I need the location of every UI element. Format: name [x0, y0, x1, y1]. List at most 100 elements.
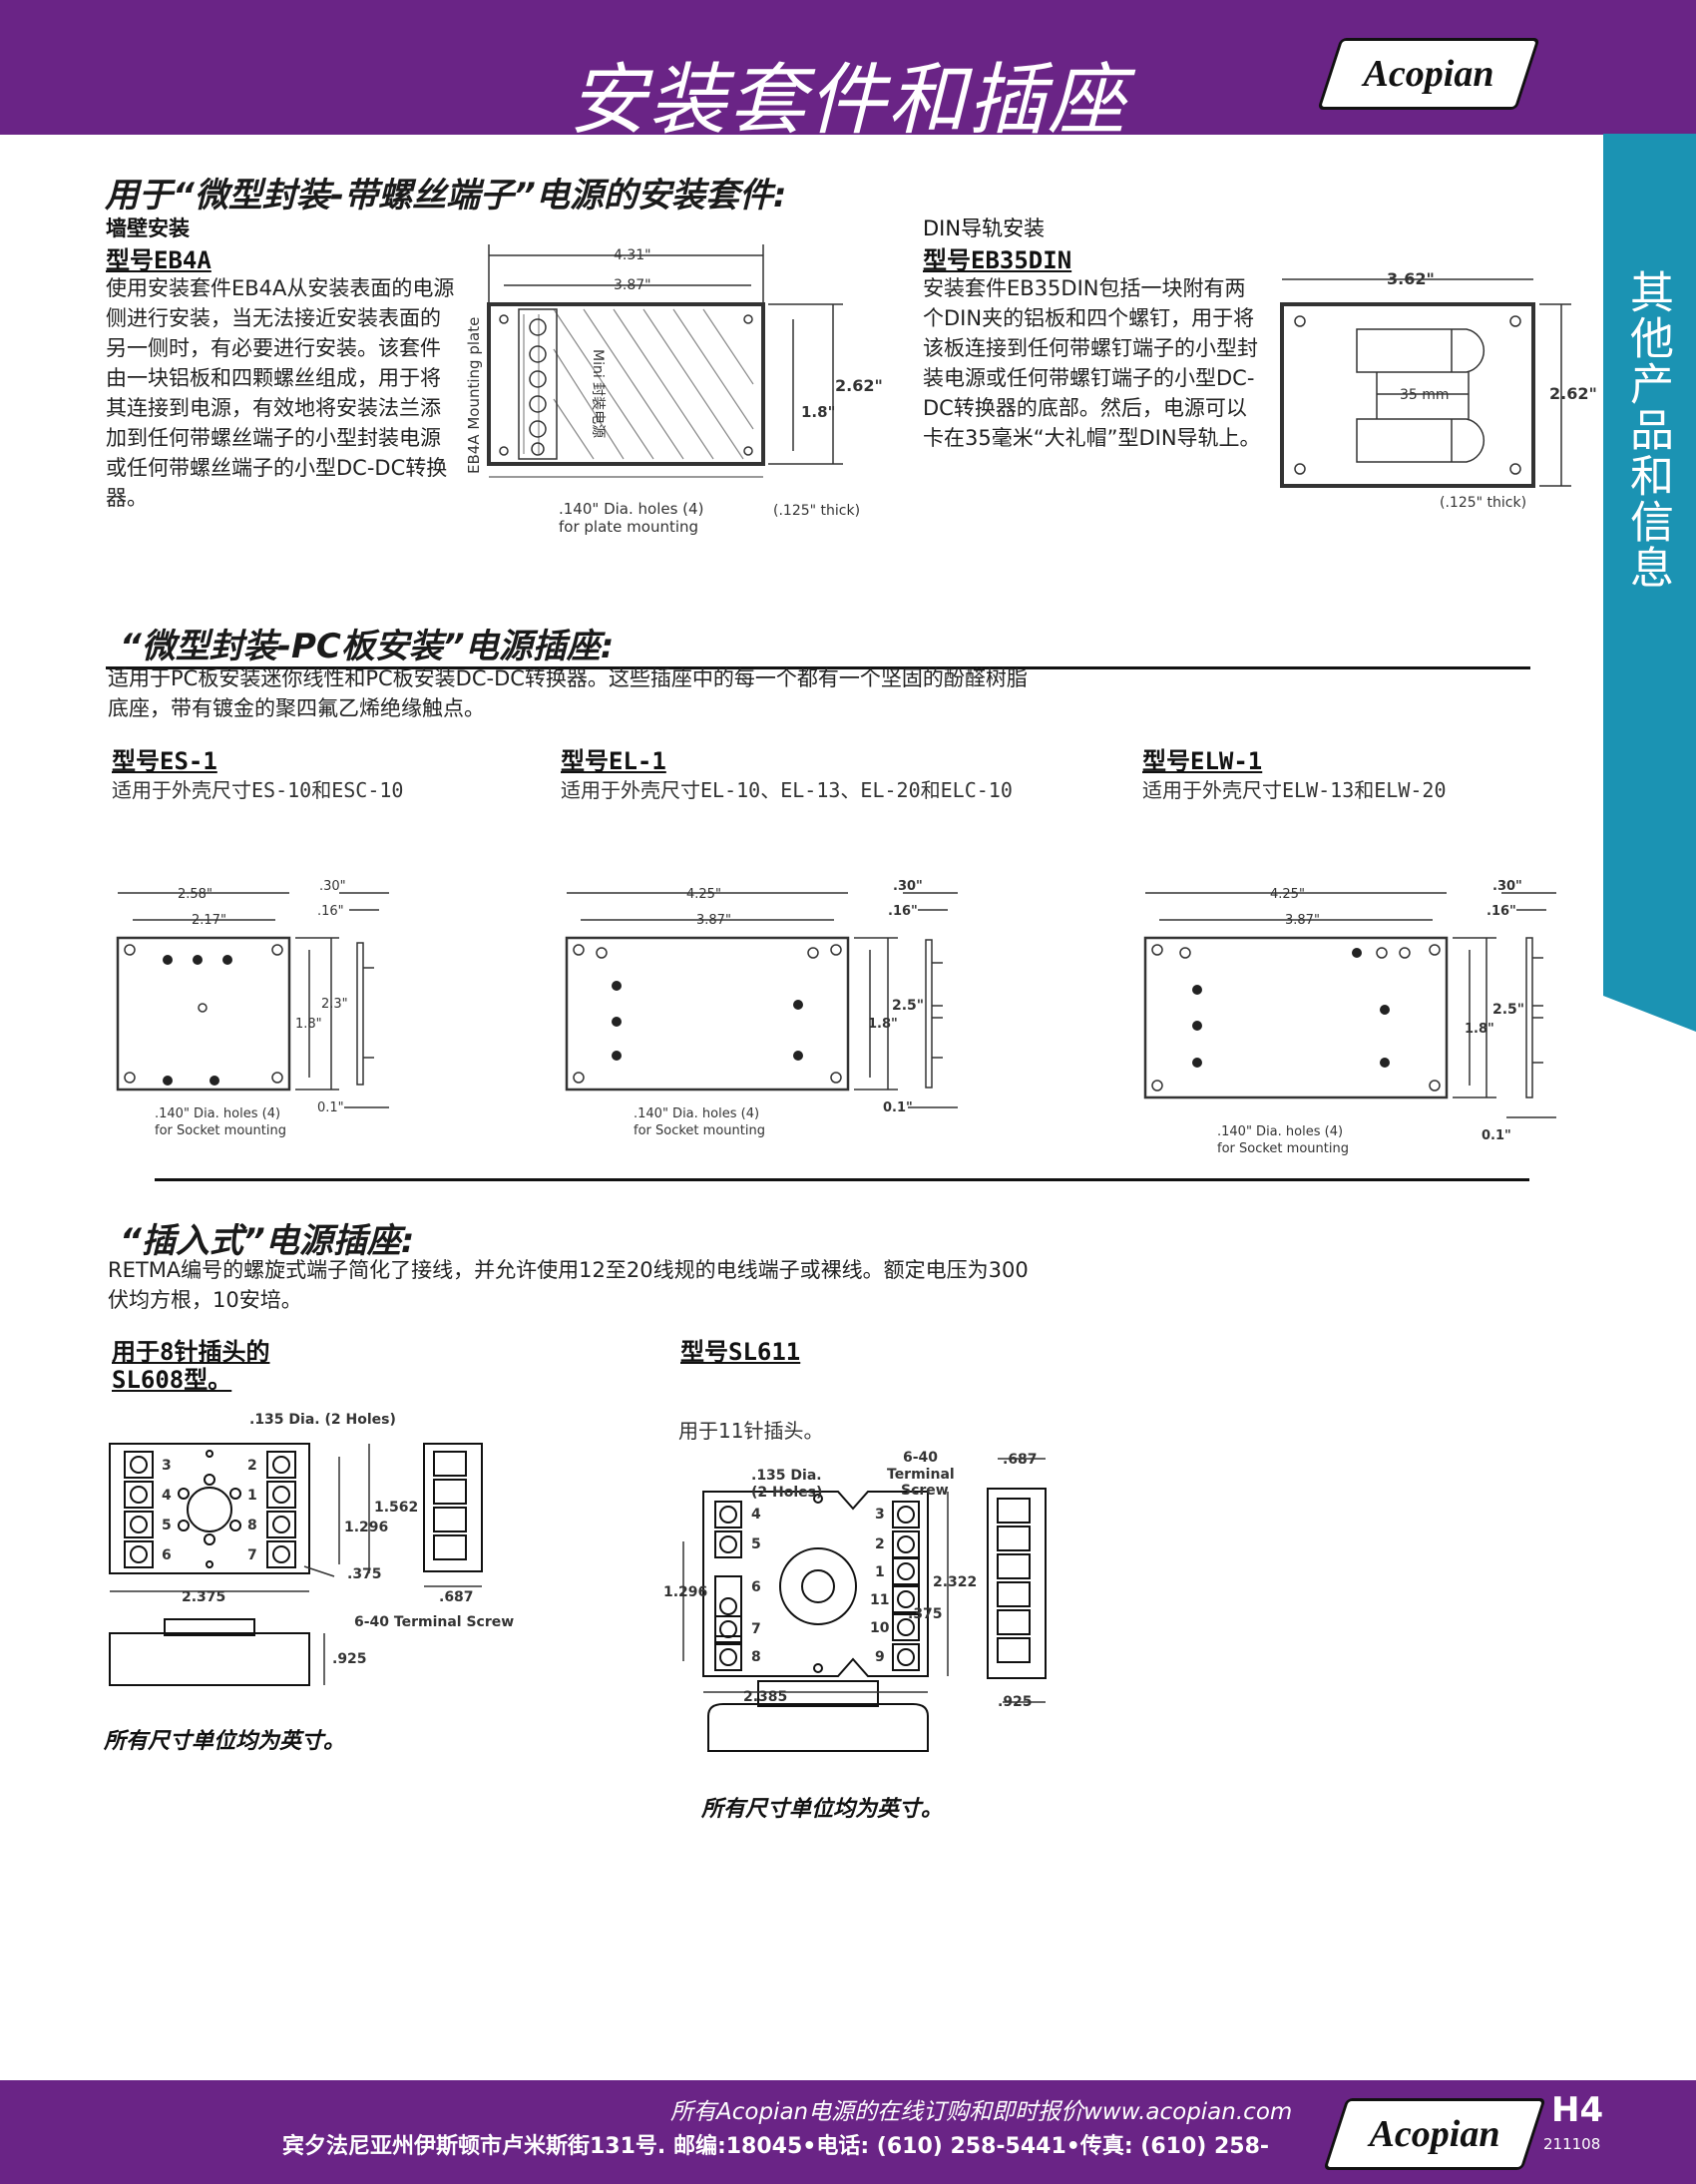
- svg-text:.30": .30": [319, 879, 346, 894]
- es1-drawing: 2.58" 2.17" 2.3" 1.8" .30" .16" 0.1" .14…: [116, 879, 389, 1138]
- svg-text:1.296: 1.296: [344, 1520, 388, 1535]
- svg-text:3.87": 3.87": [696, 913, 731, 928]
- svg-text:for Socket mounting: for Socket mounting: [1217, 1141, 1349, 1156]
- svg-text:(2 Holes): (2 Holes): [751, 1485, 822, 1501]
- svg-text:.925: .925: [998, 1694, 1033, 1710]
- section-divider-2: [155, 1178, 1529, 1181]
- svg-text:.375: .375: [908, 1606, 943, 1622]
- sl611-units-note: 所有尺寸单位均为英寸。: [701, 1797, 944, 1822]
- eb4a-unit-label: Mini 封装电源: [590, 349, 606, 438]
- svg-text:6: 6: [162, 1547, 172, 1563]
- svg-text:3: 3: [162, 1458, 172, 1474]
- svg-text:4: 4: [162, 1488, 172, 1504]
- din-dim-width: 3.62": [1387, 269, 1435, 288]
- model-eb35din: 型号EB35DIN: [923, 246, 1072, 274]
- svg-text:5: 5: [751, 1536, 761, 1552]
- svg-text:.140" Dia. holes (4): .140" Dia. holes (4): [155, 1106, 280, 1121]
- svg-text:.30": .30": [893, 879, 923, 894]
- page-title: 安装套件和插座: [568, 56, 1127, 146]
- model-es1: 型号ES-1: [112, 747, 217, 775]
- eb4a-thick-label: (.125" thick): [773, 503, 860, 519]
- section-title-mounting-kits: 用于“微型封装-带螺丝端子”电源的安装套件:: [105, 176, 787, 216]
- svg-text:.925: .925: [332, 1651, 367, 1667]
- svg-text:3: 3: [875, 1507, 885, 1523]
- din-dim-rail: 35 mm: [1400, 387, 1450, 403]
- svg-text:.16": .16": [317, 904, 344, 919]
- svg-text:.30": .30": [1492, 879, 1522, 894]
- svg-text:2.5": 2.5": [892, 998, 924, 1014]
- svg-text:2: 2: [875, 1536, 885, 1552]
- eb4a-dim-width: 4.31": [614, 247, 651, 263]
- svg-text:.687: .687: [1003, 1452, 1038, 1468]
- svg-text:1.562: 1.562: [374, 1500, 418, 1516]
- svg-text:7: 7: [751, 1621, 761, 1637]
- acopian-logo: Acopian: [1317, 38, 1540, 110]
- din-mount-subtitle: DIN导轨安装: [923, 217, 1046, 240]
- svg-text:5: 5: [162, 1518, 172, 1533]
- elw1-drawing: 4.25" 3.87" 2.5" 1.8" .30" .16" 0.1" .14…: [1143, 879, 1556, 1156]
- footer-online-order: 所有Acopian电源的在线订购和即时报价www.acopian.com: [670, 2099, 1293, 2125]
- svg-text:6-40: 6-40: [903, 1450, 938, 1466]
- svg-text:.375: .375: [347, 1566, 382, 1582]
- svg-text:2: 2: [247, 1458, 257, 1474]
- din-dim-height: 2.62": [1549, 384, 1597, 403]
- eb4a-dim-height: 2.62": [835, 376, 883, 395]
- svg-text:11: 11: [870, 1592, 889, 1608]
- svg-text:.140" Dia. holes (4): .140" Dia. holes (4): [634, 1106, 759, 1121]
- es1-fits: 适用于外壳尺寸ES-10和ESC-10: [112, 778, 404, 802]
- section-divider: [106, 666, 1530, 669]
- svg-text:1.8": 1.8": [295, 1017, 322, 1032]
- svg-text:.16": .16": [888, 904, 918, 919]
- svg-text:10: 10: [870, 1620, 890, 1636]
- svg-text:2.5": 2.5": [1492, 1002, 1524, 1018]
- svg-text:2.58": 2.58": [178, 887, 212, 902]
- eb4a-dim-inner-h: 1.8": [801, 403, 835, 421]
- sl608-drawing: .135 Dia. (2 Holes) 1.562 1.296 .375 2.3…: [109, 1412, 514, 1686]
- svg-text:.16": .16": [1486, 904, 1516, 919]
- side-tab: [1603, 134, 1696, 1032]
- svg-text:2.3": 2.3": [321, 997, 348, 1012]
- eb4a-holes-label-2: for plate mounting: [559, 518, 698, 536]
- side-tab-label: 其他产品和信息: [1622, 269, 1673, 591]
- sl611-fits: 用于11针插头。: [678, 1419, 824, 1443]
- svg-text:Screw: Screw: [901, 1483, 949, 1499]
- svg-text:0.1": 0.1": [883, 1100, 913, 1115]
- svg-text:0.1": 0.1": [317, 1100, 344, 1115]
- eb35din-drawing: 3.62" 2.62" 35 mm (.125" thick): [1280, 269, 1597, 511]
- svg-text:1.8": 1.8": [868, 1017, 898, 1032]
- section-title-pc-sockets: “微型封装-PC板安装”电源插座:: [120, 627, 615, 666]
- svg-text:8: 8: [247, 1518, 257, 1533]
- svg-text:for Socket mounting: for Socket mounting: [634, 1123, 765, 1138]
- section-title-plug-in-sockets: “插入式”电源插座:: [120, 1221, 415, 1261]
- eb35din-description: 安装套件EB35DIN包括一块附有两个DIN夹的铝板和四个螺钉，用于将该板连接到…: [923, 276, 1261, 450]
- el1-drawing: 4.25" 3.87" 2.5" 1.8" .30" .16" 0.1" .14…: [565, 879, 958, 1138]
- pc-sockets-description: 适用于PC板安装迷你线性和PC板安装DC-DC转换器。这些插座中的每一个都有一个…: [108, 666, 1028, 720]
- model-sl611: 型号SL611: [680, 1338, 801, 1366]
- sl608-units-note: 所有尺寸单位均为英寸。: [104, 1729, 346, 1754]
- svg-text:3.87": 3.87": [1285, 913, 1320, 928]
- svg-text:6-40 Terminal Screw: 6-40 Terminal Screw: [354, 1614, 514, 1630]
- svg-text:for Socket mounting: for Socket mounting: [155, 1123, 286, 1138]
- footer-address: 宾夕法尼亚州伊斯顿市卢米斯街131号. 邮编:18045•电话: (610) 2…: [282, 2134, 1270, 2159]
- sl608-heading-1: 用于8针插头的: [112, 1338, 270, 1366]
- el1-fits: 适用于外壳尺寸EL-10、EL-13、EL-20和ELC-10: [561, 778, 1013, 802]
- eb4a-holes-label: .140" Dia. holes (4): [559, 500, 703, 518]
- eb4a-description: 使用安装套件EB4A从安装表面的电源侧进行安装，当无法接近安装表面的另一侧时，有…: [106, 276, 455, 510]
- sl611-drawing: .135 Dia. (2 Holes) 6-40 Terminal Screw …: [663, 1450, 1047, 1752]
- eb4a-plate-label: EB4A Mounting plate: [465, 317, 483, 474]
- svg-text:2.375: 2.375: [182, 1589, 225, 1605]
- plug-in-description: RETMA编号的螺旋式端子简化了接线，并允许使用12至20线规的电线端子或裸线。…: [108, 1258, 1029, 1312]
- svg-text:7: 7: [247, 1547, 257, 1563]
- svg-text:2.322: 2.322: [933, 1574, 977, 1590]
- svg-text:.135 Dia. (2 Holes): .135 Dia. (2 Holes): [249, 1412, 396, 1428]
- svg-text:4: 4: [751, 1507, 761, 1523]
- wall-mount-subtitle: 墙壁安装: [106, 217, 190, 240]
- sl608-heading-2: SL608型。: [112, 1366, 232, 1394]
- svg-text:4.25": 4.25": [1270, 887, 1305, 902]
- svg-text:1.296: 1.296: [663, 1584, 707, 1600]
- svg-text:1.8": 1.8": [1465, 1022, 1494, 1037]
- model-elw1: 型号ELW-1: [1142, 747, 1263, 775]
- eb4a-dim-inner: 3.87": [614, 277, 651, 293]
- svg-text:.135 Dia.: .135 Dia.: [751, 1468, 822, 1484]
- svg-text:.140" Dia. holes (4): .140" Dia. holes (4): [1217, 1124, 1343, 1139]
